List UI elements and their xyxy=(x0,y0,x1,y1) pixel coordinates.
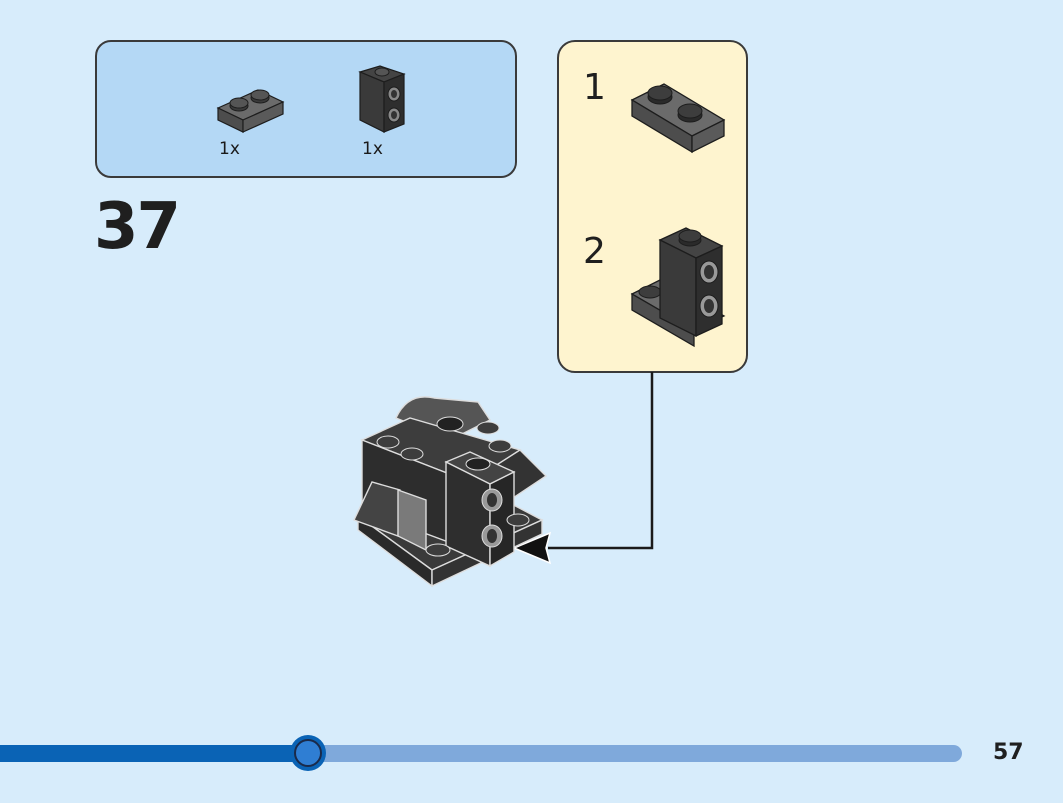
plate-1x2-part-icon xyxy=(216,89,285,133)
step-number: 37 xyxy=(94,190,181,264)
progress-fill xyxy=(0,745,308,762)
page-number: 57 xyxy=(993,740,1024,765)
sub-step-2-number: 2 xyxy=(583,231,606,272)
bracket-part-icon xyxy=(358,65,406,133)
plate-1x2-quantity: 1x xyxy=(219,139,240,159)
progress-knob xyxy=(290,735,326,771)
sub-step-1-number: 1 xyxy=(583,67,606,108)
sub-step-2-bracket-icon xyxy=(630,227,726,348)
sub-step-1-plate-icon xyxy=(630,83,726,154)
parts-list-box xyxy=(95,40,517,178)
bracket-quantity: 1x xyxy=(362,139,383,159)
main-model-illustration xyxy=(353,396,548,588)
